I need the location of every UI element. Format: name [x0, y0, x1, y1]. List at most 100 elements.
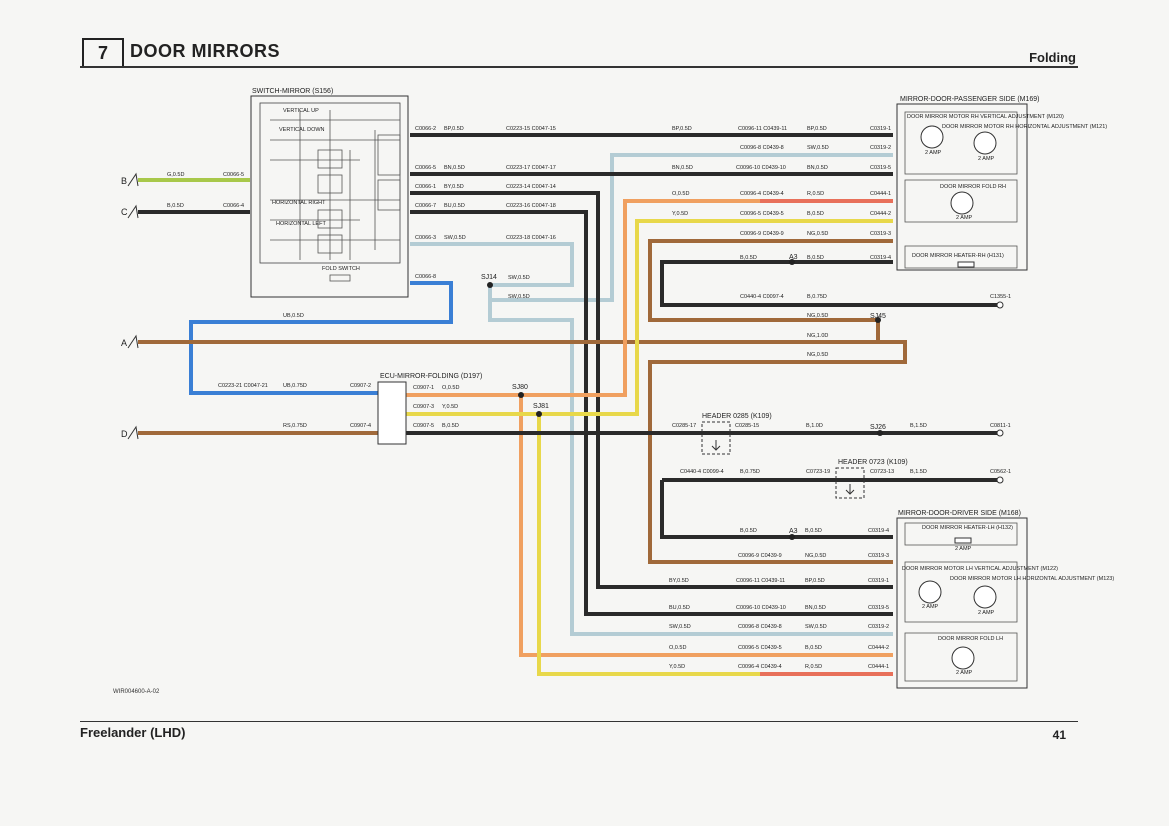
conn-label: C0096-11 C0439-11	[736, 578, 785, 584]
ecu-box	[377, 381, 407, 445]
wire-o-ecu	[406, 199, 893, 397]
conn-label: C0907-4	[350, 423, 371, 429]
conn-label: C0723-19	[806, 469, 830, 475]
switch-vert-down: VERTICAL DOWN	[279, 127, 325, 133]
wire-y-ecu	[406, 219, 893, 416]
splice-a3-bot	[789, 534, 795, 540]
wire-label: B,1.5D	[910, 423, 927, 429]
wire-label: B,0.5D	[442, 423, 459, 429]
conn-label: C0066-3	[415, 235, 436, 241]
amp-label: 2 AMP	[955, 546, 972, 552]
motor-rh-horizontal-label: DOOR MIRROR MOTOR RH HORIZONTAL ADJUSTME…	[942, 124, 1107, 130]
conn-label: C0223-17 C0047-17	[506, 165, 556, 171]
conn-label: C0096-5 C0439-5	[738, 645, 782, 651]
conn-label: C0319-1	[870, 126, 891, 132]
wire-b-heater-rh	[660, 260, 1000, 307]
conn-label: C0907-5	[413, 423, 434, 429]
input-b: B	[121, 176, 127, 186]
header-0723-box	[835, 467, 865, 499]
page-title: DOOR MIRRORS	[130, 41, 280, 61]
wire-label: BY,0.5D	[669, 578, 689, 584]
wire-label: O,0.5D	[442, 385, 459, 391]
heater-rh-element	[957, 261, 975, 268]
page-number: 41	[1052, 728, 1066, 742]
conn-label: C0223-21 C0047-21	[218, 383, 268, 389]
header-rule	[80, 66, 1078, 68]
wire-label: NG,1.0D	[807, 333, 828, 339]
ground-c1355	[996, 301, 1004, 309]
passenger-title: MIRROR-DOOR-PASSENGER SIDE (M169)	[900, 96, 1040, 103]
wire-label: Y,0.5D	[669, 664, 685, 670]
wire-label: Y,0.5D	[672, 211, 688, 217]
wire-ng-loop	[648, 340, 907, 564]
wire-label: B,0.5D	[807, 211, 824, 217]
footer-rule	[80, 721, 1078, 722]
conn-label: C0444-1	[868, 664, 889, 670]
fold-rh-label: DOOR MIRROR FOLD RH	[940, 184, 1006, 190]
wire-label: UB,0.5D	[283, 313, 304, 319]
splice-sj45	[875, 317, 881, 323]
input-d: D	[121, 429, 128, 439]
a3-bot-label: A3	[789, 528, 798, 535]
vehicle-name: Freelander (LHD)	[80, 725, 186, 740]
conn-label: C0096-5 C0439-5	[740, 211, 784, 217]
ecu-title: ECU-MIRROR-FOLDING (D197)	[380, 373, 482, 380]
conn-label: C0907-2	[350, 383, 371, 389]
wire-ub-ecu	[189, 281, 453, 395]
wire-label: G,0.5D	[167, 172, 184, 178]
conn-label: C0440-4 C0099-4	[680, 469, 724, 475]
conn-label: C0319-3	[870, 231, 891, 237]
ground-c0811	[996, 429, 1004, 437]
conn-label: C0907-1	[413, 385, 434, 391]
conn-label: C0096-11 C0439-11	[738, 126, 787, 132]
motor-lh-horizontal-label: DOOR MIRROR MOTOR LH HORIZONTAL ADJUSTME…	[950, 576, 1114, 582]
header-0723-title: HEADER 0723 (K109)	[838, 459, 908, 466]
conn-label: C0319-5	[870, 165, 891, 171]
passenger-mirror: DOOR MIRROR MOTOR RH VERTICAL ADJUSTMENT…	[896, 103, 1107, 271]
wire-label: B,0.5D	[805, 645, 822, 651]
conn-label: C0907-3	[413, 404, 434, 410]
header-0723-arrow	[845, 484, 855, 495]
wire-label: UB,0.75D	[283, 383, 307, 389]
conn-label: C0066-5	[223, 172, 244, 178]
input-b-marker	[127, 172, 139, 187]
conn-label: C1355-1	[990, 294, 1011, 300]
heater-lh-label: DOOR MIRROR HEATER-LH (H132)	[922, 525, 1013, 531]
wire-sw-passenger	[490, 153, 893, 302]
amp-label: 2 AMP	[978, 610, 995, 616]
switch-mirror: VERTICAL UP VERTICAL DOWN HORIZONTAL RIG…	[250, 95, 409, 298]
wire-label: BN,0.5D	[444, 165, 465, 171]
conn-label: C0811-1	[990, 423, 1011, 429]
wire-label: RS,0.75D	[283, 423, 307, 429]
conn-label: C0096-4 C0439-4	[740, 191, 784, 197]
header-0285-title: HEADER 0285 (K109)	[702, 413, 772, 420]
motor-rh-vertical	[920, 125, 944, 149]
conn-label: C0066-4	[223, 203, 244, 209]
wire-label: BU,0.5D	[444, 203, 465, 209]
amp-label: 2 AMP	[922, 604, 939, 610]
wire-label: NG,0.5D	[807, 231, 828, 237]
conn-label: C0319-3	[868, 553, 889, 559]
switch-fold-label: FOLD SWITCH	[322, 266, 360, 272]
wire-label: SW,0.5D	[444, 235, 466, 241]
wire-label: BU,0.5D	[669, 605, 690, 611]
wire-a-brown	[138, 239, 893, 344]
wire-label: Y,0.5D	[442, 404, 458, 410]
conn-label: C0319-1	[868, 578, 889, 584]
wire-label: O,0.5D	[669, 645, 686, 651]
wire-label: BP,0.5D	[672, 126, 692, 132]
driver-outline	[896, 517, 1028, 689]
wire-label: SW,0.5D	[805, 624, 827, 630]
conn-label: C0096-4 C0439-4	[738, 664, 782, 670]
conn-label: C0444-2	[870, 211, 891, 217]
amp-label: 2 AMP	[956, 670, 973, 676]
splice-dots	[487, 259, 883, 540]
splice-points	[996, 301, 1004, 484]
wire-sw-driver	[410, 242, 893, 636]
motor-fold-lh	[951, 646, 975, 670]
conn-label: C0066-2	[415, 126, 436, 132]
wire-label: SW,0.5D	[508, 275, 530, 281]
conn-label: C0223-16 C0047-18	[506, 203, 556, 209]
